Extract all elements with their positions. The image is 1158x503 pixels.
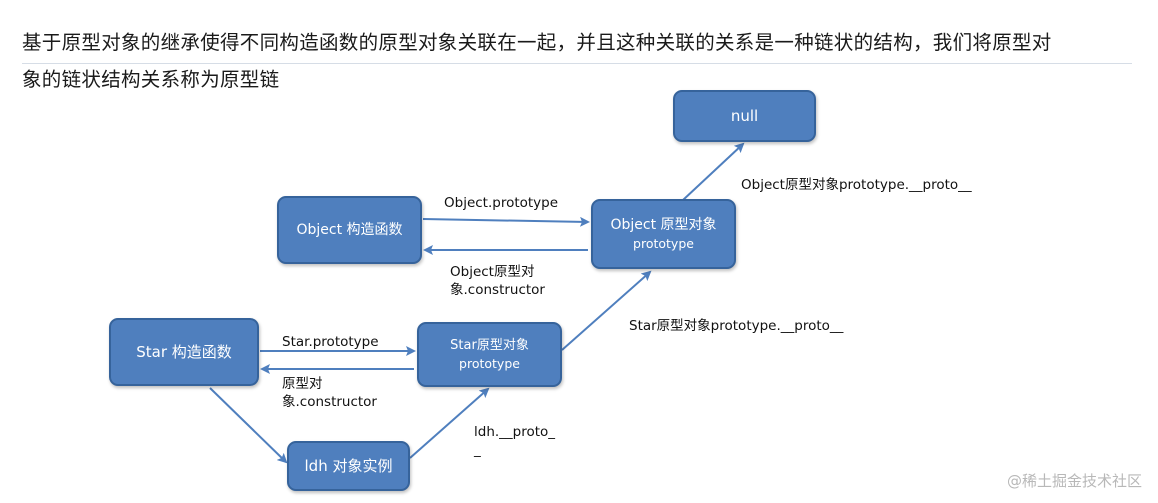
arrow-star-proto-to-object-proto [561, 270, 652, 351]
label-star-prototype: Star.prototype [282, 334, 379, 350]
intro-line-2: 象的链状结构关系称为原型链 [22, 68, 280, 91]
star-prototype-sublabel: prototype [459, 356, 520, 371]
star-prototype-label: Star原型对象 [450, 338, 529, 353]
object-prototype-label: Object 原型对象 [610, 216, 717, 233]
object-constructor-label: Object 构造函数 [296, 221, 403, 238]
label-object-constructor: Object原型对 象.constructor [450, 263, 545, 299]
arrow-ldh-to-star-proto [409, 387, 490, 459]
intro-line-1: 基于原型对象的继承使得不同构造函数的原型对象关联在一起，并且这种关联的关系是一种… [22, 31, 1052, 54]
object-constructor-node: Object 构造函数 [277, 196, 422, 264]
intro-paragraph: 基于原型对象的继承使得不同构造函数的原型对象关联在一起，并且这种关联的关系是一种… [22, 24, 1142, 98]
label-object-proto-chain: Object原型对象prototype.__proto__ [741, 177, 972, 193]
label-ldh-proto: ldh.__proto_ _ [474, 423, 555, 459]
label-star-constructor-line2: 象.constructor [282, 394, 377, 410]
label-star-constructor: 原型对 象.constructor [282, 375, 377, 411]
star-constructor-label: Star 构造函数 [136, 342, 232, 361]
label-star-proto-chain: Star原型对象prototype.__proto__ [629, 318, 844, 334]
arrow-object-proto-to-null [682, 142, 745, 201]
label-object-prototype: Object.prototype [444, 195, 559, 211]
star-constructor-node: Star 构造函数 [109, 318, 259, 386]
object-prototype-sublabel: prototype [633, 235, 694, 251]
arrow-object-prototype [422, 216, 590, 227]
label-ldh-proto-line1: ldh.__proto_ [474, 424, 556, 440]
label-star-constructor-line1: 原型对 [282, 376, 323, 392]
paragraph-divider [22, 63, 1132, 64]
null-node: null [673, 90, 816, 142]
watermark: @稀土掘金技术社区 [1006, 472, 1142, 490]
star-prototype-node: Star原型对象 prototype [417, 322, 562, 387]
label-ldh-proto-line2: _ [474, 442, 481, 458]
object-prototype-node: Object 原型对象 prototype [591, 199, 736, 269]
label-object-constructor-line1: Object原型对 [450, 264, 535, 280]
arrow-star-ctor-to-ldh [209, 387, 288, 464]
ldh-instance-node: ldh 对象实例 [287, 441, 410, 491]
null-node-label: null [730, 106, 759, 125]
ldh-instance-label: ldh 对象实例 [304, 456, 393, 475]
label-object-constructor-line2: 象.constructor [450, 282, 545, 298]
